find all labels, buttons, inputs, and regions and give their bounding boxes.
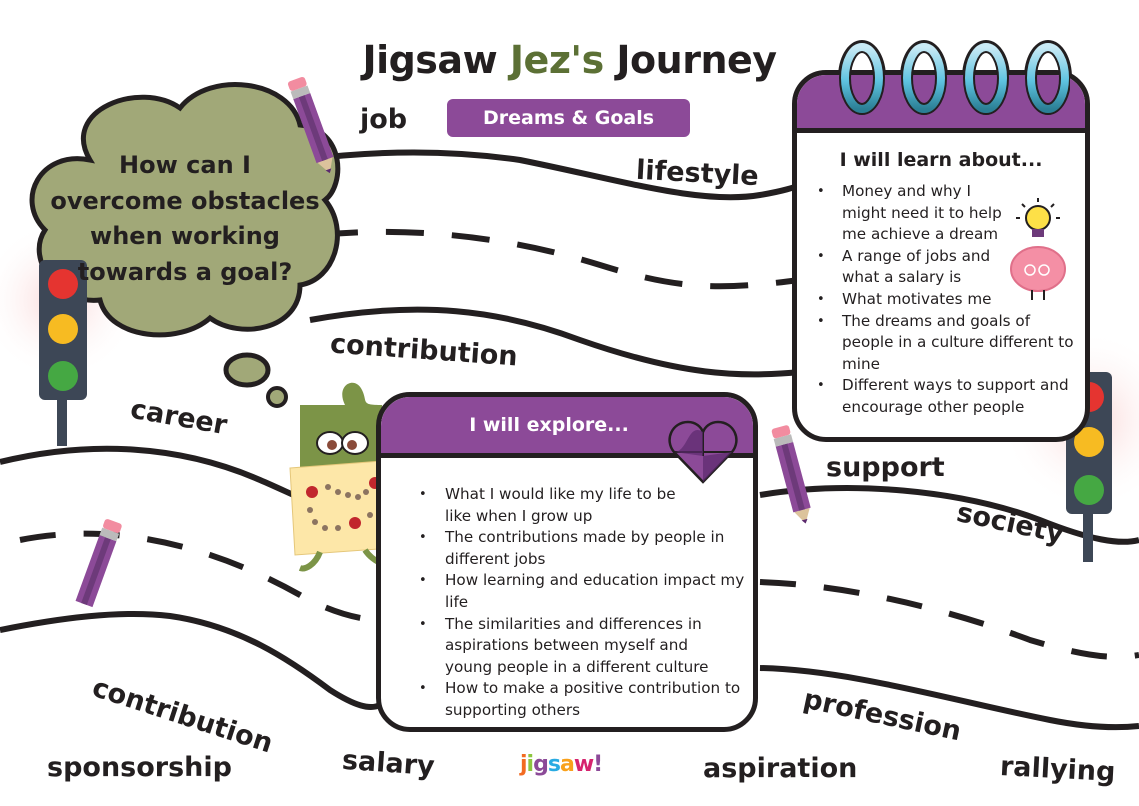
title-part-1: Jigsaw: [362, 38, 498, 82]
explore-list: What I would like my life to be like whe…: [419, 484, 753, 722]
unit-badge: Dreams & Goals: [447, 99, 690, 137]
word-salary: salary: [341, 744, 436, 783]
road-dash-upper: [319, 228, 801, 290]
list-item: Money and why I might need it to help me…: [817, 181, 1002, 246]
word-aspiration: aspiration: [703, 753, 858, 784]
road-dash-lower-right: [759, 579, 1139, 660]
cloud-question: How can I overcome obstacles when workin…: [50, 151, 320, 286]
list-item: A range of jobs and what a salary is: [817, 246, 1002, 289]
learn-card-heading: I will learn about...: [839, 149, 1043, 171]
list-item: What I would like my life to be like whe…: [419, 484, 679, 527]
title-part-3: Journey: [616, 38, 777, 82]
title-part-2: Jez's: [509, 38, 604, 82]
word-rallying: rallying: [999, 751, 1117, 788]
cloud-shape: [29, 82, 341, 338]
list-item: The dreams and goals of people in a cult…: [817, 311, 1085, 376]
logo-letter: s: [547, 752, 561, 777]
pencil-icon: [771, 425, 811, 524]
list-item: How to make a positive contribution to s…: [419, 678, 753, 721]
road-line-top: [299, 149, 811, 201]
lightbulb-brain-illustration: [1010, 198, 1066, 300]
cloud-bubble-small: [266, 386, 288, 408]
list-item: What motivates me: [817, 289, 1085, 311]
list-item: Different ways to support and encourage …: [817, 375, 1085, 418]
page-title: Jigsaw Jez's Journey: [0, 38, 1139, 82]
word-support: support: [826, 452, 945, 483]
brain-icon: [1010, 246, 1066, 300]
jez-character: [289, 382, 421, 572]
notebook-rings-overlay: [839, 41, 1070, 115]
lightbulb-icon: [1016, 198, 1060, 237]
logo-letter: j: [520, 752, 527, 777]
logo-letter: g: [533, 752, 549, 777]
road-line-middle-right: [759, 485, 1139, 545]
logo-letter: i: [526, 752, 534, 777]
word-job: job: [360, 104, 408, 135]
logo-letter: a: [559, 752, 575, 777]
word-sponsorship: sponsorship: [47, 752, 232, 783]
road-dash-lower-left: [19, 530, 381, 623]
list-item: The similarities and differences in aspi…: [419, 614, 719, 679]
cloud-bubble: [223, 352, 271, 388]
learn-card: I will learn about... Money and why I mi…: [792, 70, 1090, 442]
jigsaw-logo: jigsaw!: [520, 752, 603, 777]
logo-letter: !: [593, 752, 603, 777]
learn-list: Money and why I might need it to help me…: [817, 181, 1085, 419]
list-item: The contributions made by people in diff…: [419, 527, 753, 570]
road-line-bottom-left: [0, 610, 382, 711]
logo-letter: w: [573, 752, 594, 777]
road-line-bottom-right: [759, 665, 1139, 731]
road-line-upper-bottom: [309, 306, 801, 378]
list-item: How learning and education impact my lif…: [419, 570, 753, 613]
pencil-icon: [287, 76, 334, 174]
puzzle-heart-icon: [668, 420, 738, 484]
traffic-light-icon: [39, 260, 87, 446]
word-lifestyle: lifestyle: [635, 154, 760, 193]
pencil-icon: [75, 519, 122, 608]
thought-cloud: [29, 82, 341, 408]
